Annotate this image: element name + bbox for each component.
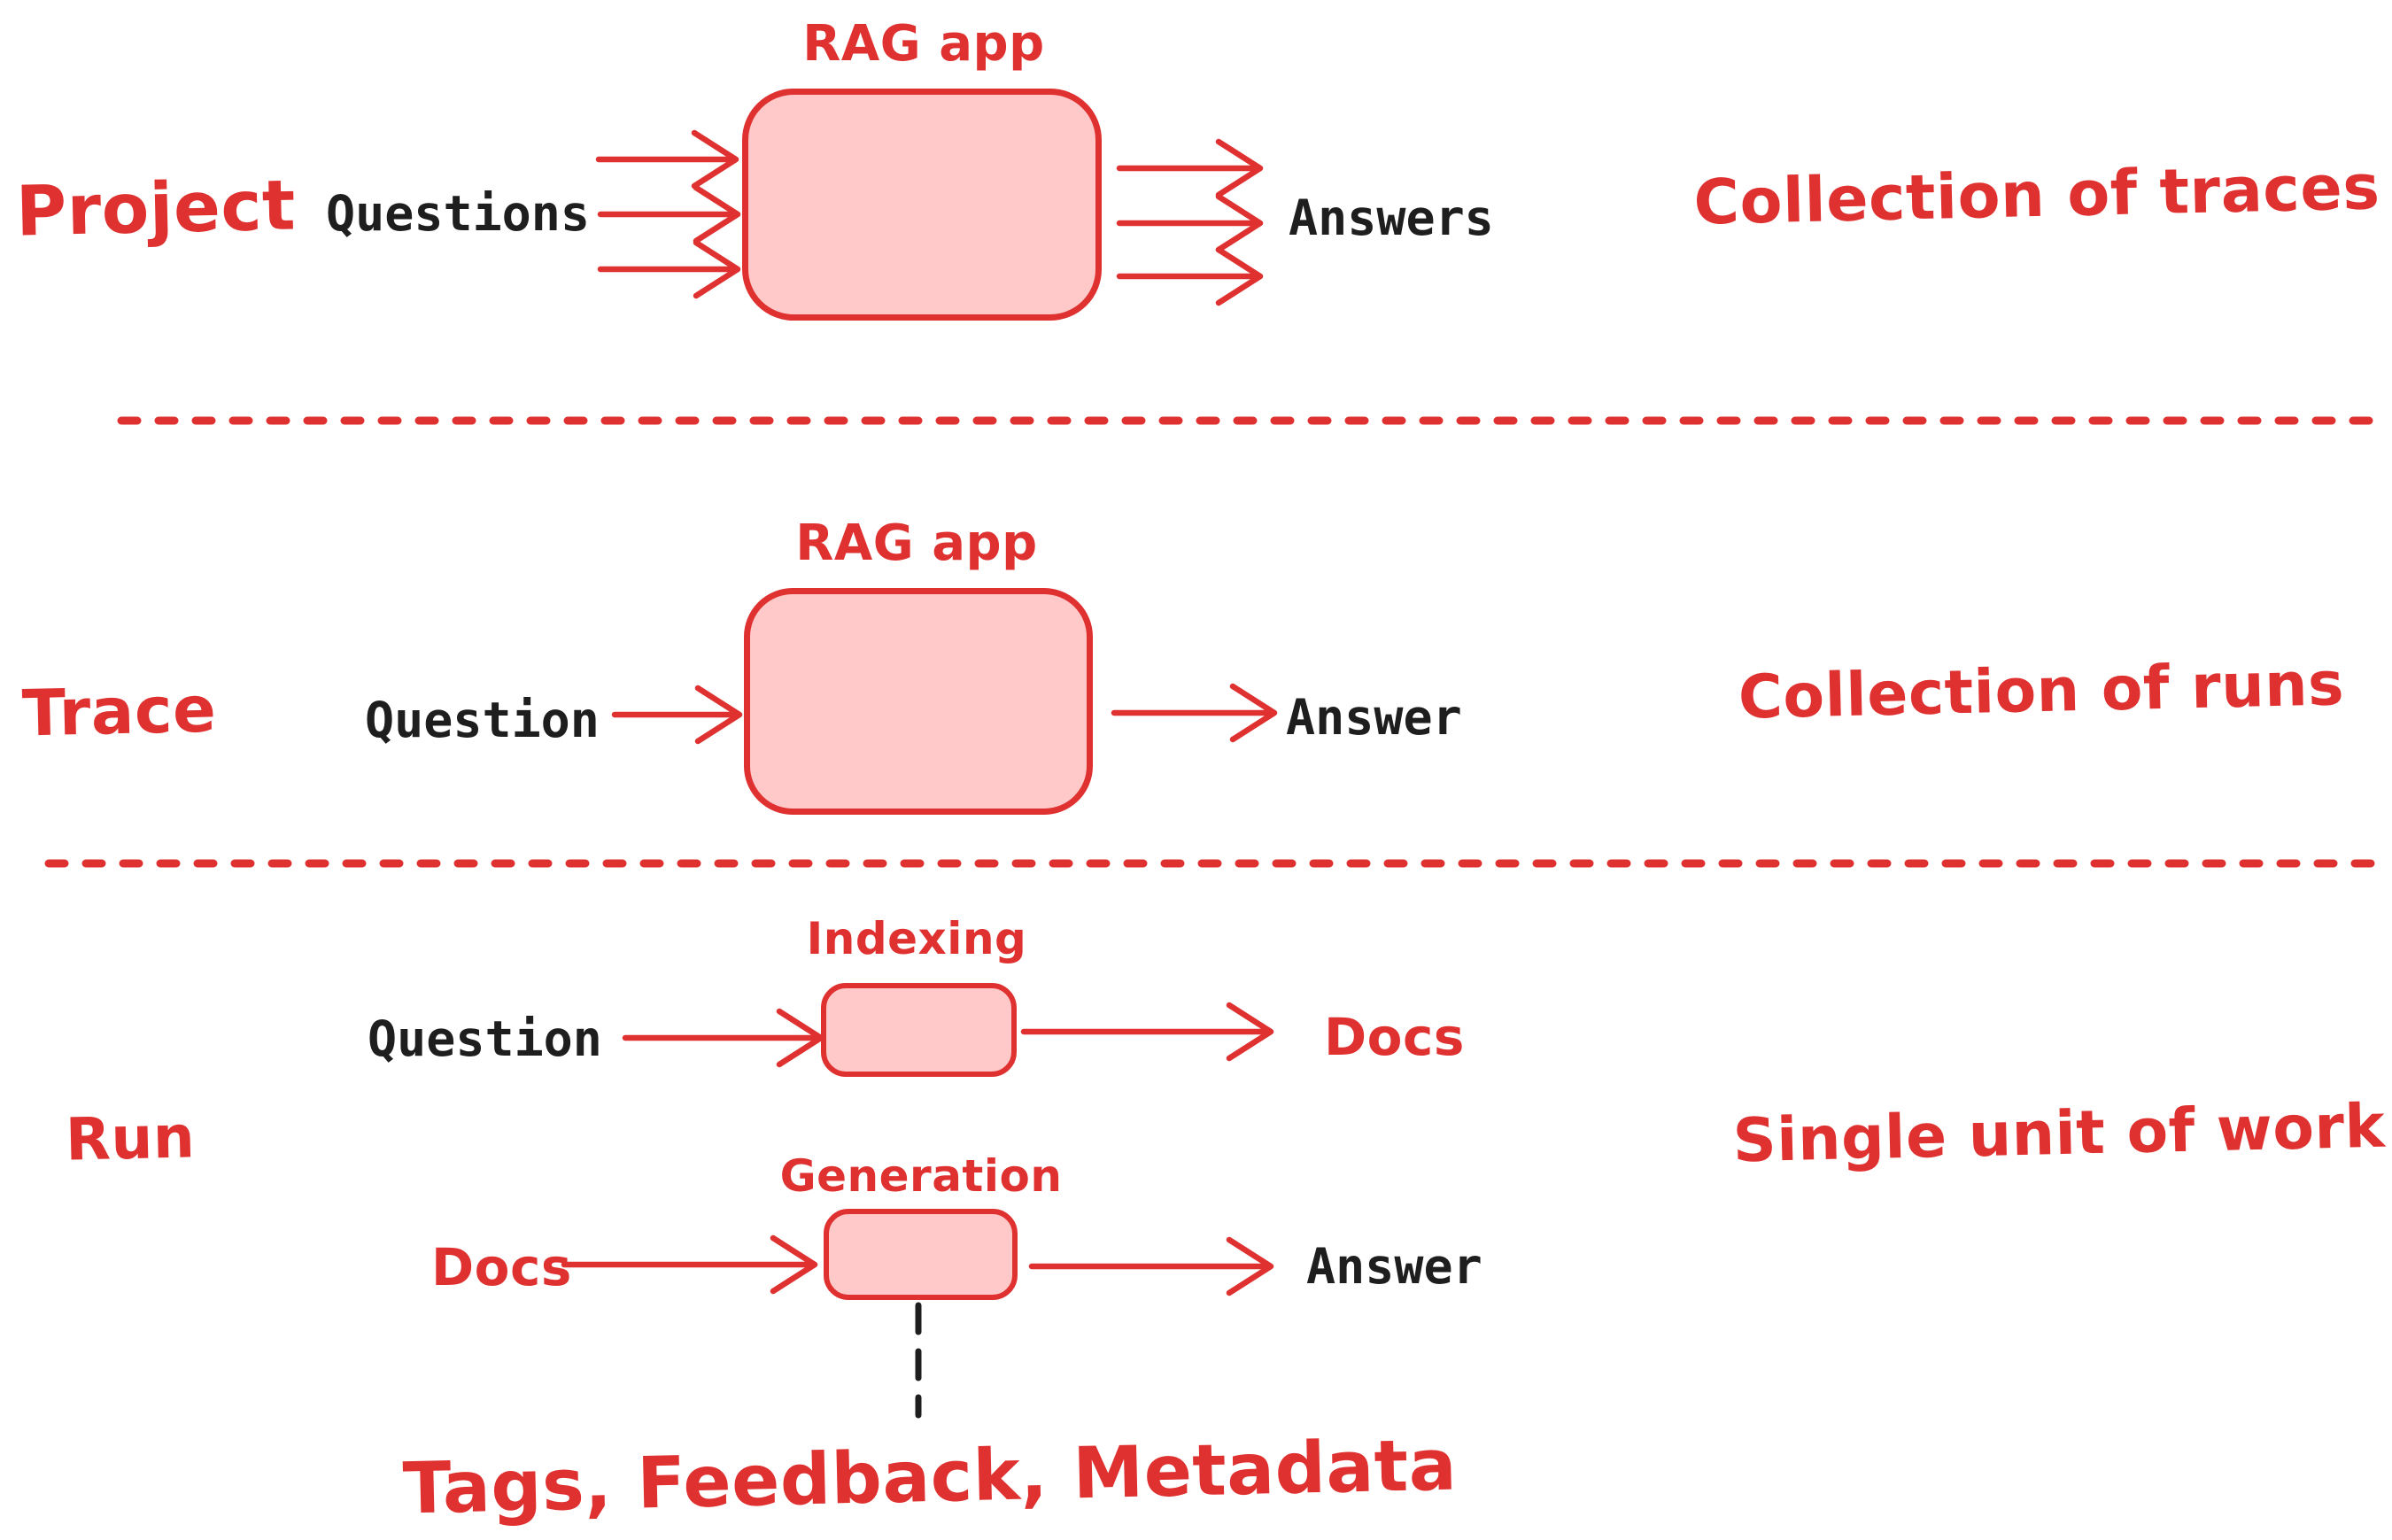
run-generation-label: Generation bbox=[779, 1150, 1063, 1202]
trace-input-arrow bbox=[611, 685, 743, 745]
run-indexing-output-label: Docs bbox=[1324, 1007, 1465, 1067]
section-divider-2 bbox=[44, 859, 2384, 868]
project-input-arrow-1 bbox=[595, 129, 739, 190]
trace-output-label: Answer bbox=[1286, 689, 1462, 746]
run-generation-box bbox=[824, 1209, 1018, 1300]
project-output-arrow-3 bbox=[1116, 246, 1264, 306]
trace-row-label: Trace bbox=[21, 671, 218, 751]
project-input-arrow-2 bbox=[597, 184, 741, 244]
project-rag-app-label: RAG app bbox=[802, 15, 1045, 73]
trace-description: Collection of runs bbox=[1738, 649, 2345, 733]
run-indexing-box bbox=[821, 983, 1017, 1077]
trace-rag-app-box bbox=[744, 588, 1093, 815]
trace-input-label: Question bbox=[365, 692, 600, 748]
project-description: Collection of traces bbox=[1692, 151, 2381, 239]
run-generation-output-arrow bbox=[1028, 1236, 1274, 1296]
project-input-arrow-3 bbox=[597, 239, 741, 299]
run-indexing-input-label: Question bbox=[368, 1010, 602, 1067]
project-output-arrow-2 bbox=[1116, 193, 1264, 253]
project-output-label: Answers bbox=[1289, 190, 1494, 246]
run-annotation: Tags, Feedback, Metadata bbox=[401, 1423, 1459, 1530]
run-indexing-output-arrow bbox=[1020, 1002, 1274, 1062]
project-input-label: Questions bbox=[326, 185, 591, 242]
run-indexing-input-arrow bbox=[622, 1008, 824, 1068]
project-row-label: Project bbox=[15, 166, 297, 252]
trace-rag-app-label: RAG app bbox=[795, 515, 1038, 572]
project-rag-app-box bbox=[742, 89, 1102, 321]
run-generation-output-label: Answer bbox=[1306, 1238, 1482, 1295]
section-divider-1 bbox=[117, 416, 2384, 425]
run-indexing-label: Indexing bbox=[806, 913, 1027, 964]
run-generation-input-arrow bbox=[561, 1234, 818, 1295]
run-generation-input-label: Docs bbox=[431, 1237, 572, 1297]
project-output-arrow-1 bbox=[1116, 138, 1264, 198]
trace-output-arrow bbox=[1111, 683, 1278, 743]
run-annotation-connector-line bbox=[915, 1302, 922, 1419]
run-row-label: Run bbox=[65, 1103, 197, 1174]
run-description: Single unit of work bbox=[1731, 1091, 2387, 1177]
